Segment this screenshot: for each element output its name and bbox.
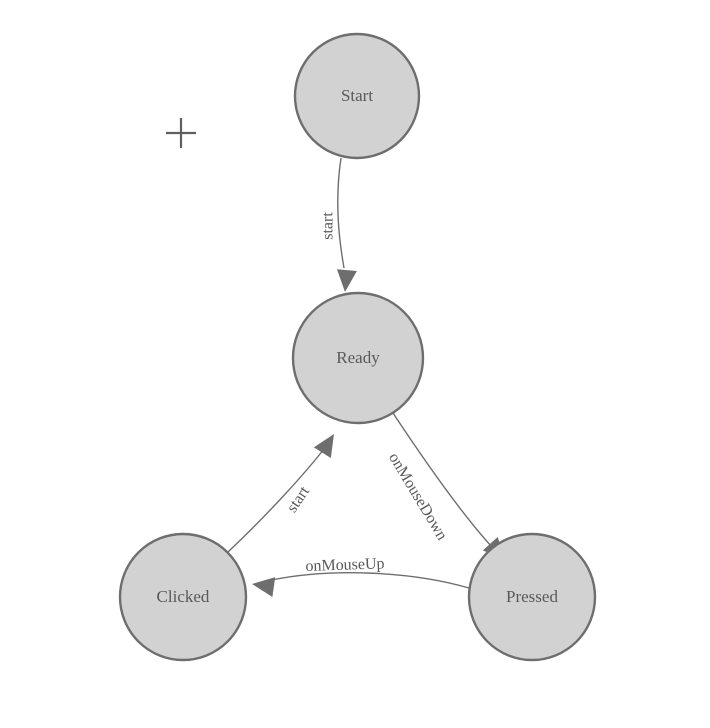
node-shape	[293, 32, 421, 160]
edge-line	[390, 409, 493, 548]
node-ready[interactable]: Ready	[291, 291, 425, 425]
node-shape	[118, 532, 248, 662]
edge-label: onMouseUp	[305, 555, 385, 575]
node-label: Ready	[336, 348, 380, 367]
edge-label: start	[320, 212, 337, 240]
node-start[interactable]: Start	[293, 32, 421, 160]
edge-clicked-to-ready[interactable]: start	[227, 429, 342, 553]
node-label: Start	[341, 86, 373, 105]
edge-pressed-to-clicked[interactable]: onMouseUp	[251, 555, 470, 597]
edge-ready-to-pressed[interactable]: onMouseDown	[385, 409, 512, 567]
node-shape	[467, 532, 597, 662]
node-label: Pressed	[506, 587, 558, 606]
edge-start-to-ready[interactable]: start	[320, 157, 357, 293]
node-pressed[interactable]: Pressed	[467, 532, 597, 662]
arrow-head-icon	[252, 577, 276, 597]
node-shape	[291, 291, 425, 425]
arrow-head-icon	[313, 434, 334, 458]
edge-line	[271, 572, 470, 589]
node-label: Clicked	[157, 587, 210, 606]
crosshair-marker-layer	[166, 118, 196, 148]
edge-line	[337, 157, 345, 269]
edge-line	[227, 448, 325, 553]
node-clicked[interactable]: Clicked	[118, 532, 248, 662]
crosshair-icon	[166, 118, 196, 148]
edge-label: onMouseDown	[385, 450, 450, 543]
edge-label: start	[284, 483, 314, 516]
arrow-head-icon	[336, 269, 357, 292]
